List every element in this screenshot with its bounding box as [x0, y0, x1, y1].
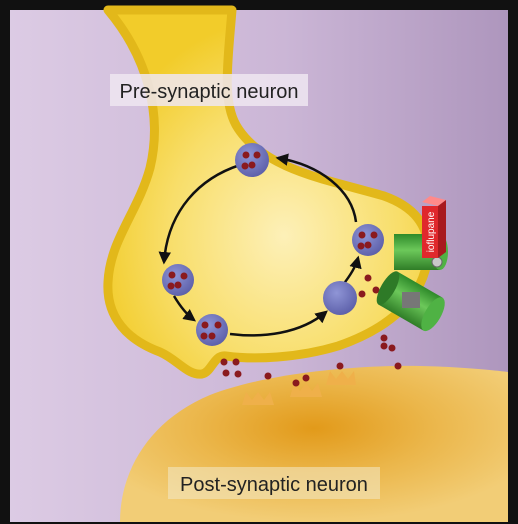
dopamine-molecules: [220, 274, 402, 387]
vesicle-icon: [235, 143, 269, 177]
receptor-icon: [326, 371, 356, 385]
arrow-reuptake-to-top: [275, 153, 358, 223]
bound-molecule-icon: [431, 256, 443, 268]
dopamine-transporter-icon: [376, 271, 445, 332]
vesicle-icon: [352, 224, 384, 256]
arrow-bottom-to-release: [229, 310, 328, 337]
ioflupane-molecule-icon: ioflupane: [422, 196, 446, 258]
vesicle-icon: [162, 264, 194, 296]
arrow-left-to-bottom: [172, 295, 196, 322]
svg-text:ioflupane: ioflupane: [426, 211, 437, 252]
vesicle-icon: [196, 314, 228, 346]
pre-synaptic-label: Pre-synaptic neuron: [110, 74, 308, 106]
receptor-icon: [290, 383, 322, 397]
svg-text:Pre-synaptic neuron: Pre-synaptic neuron: [120, 81, 299, 103]
arrow-vesicle-to-left: [158, 163, 241, 265]
empty-vesicle-icon: [323, 281, 357, 315]
svg-text:Post-synaptic neuron: Post-synaptic neuron: [180, 474, 368, 496]
post-synaptic-label: Post-synaptic neuron: [168, 467, 380, 499]
receptor-icon: [242, 392, 274, 405]
